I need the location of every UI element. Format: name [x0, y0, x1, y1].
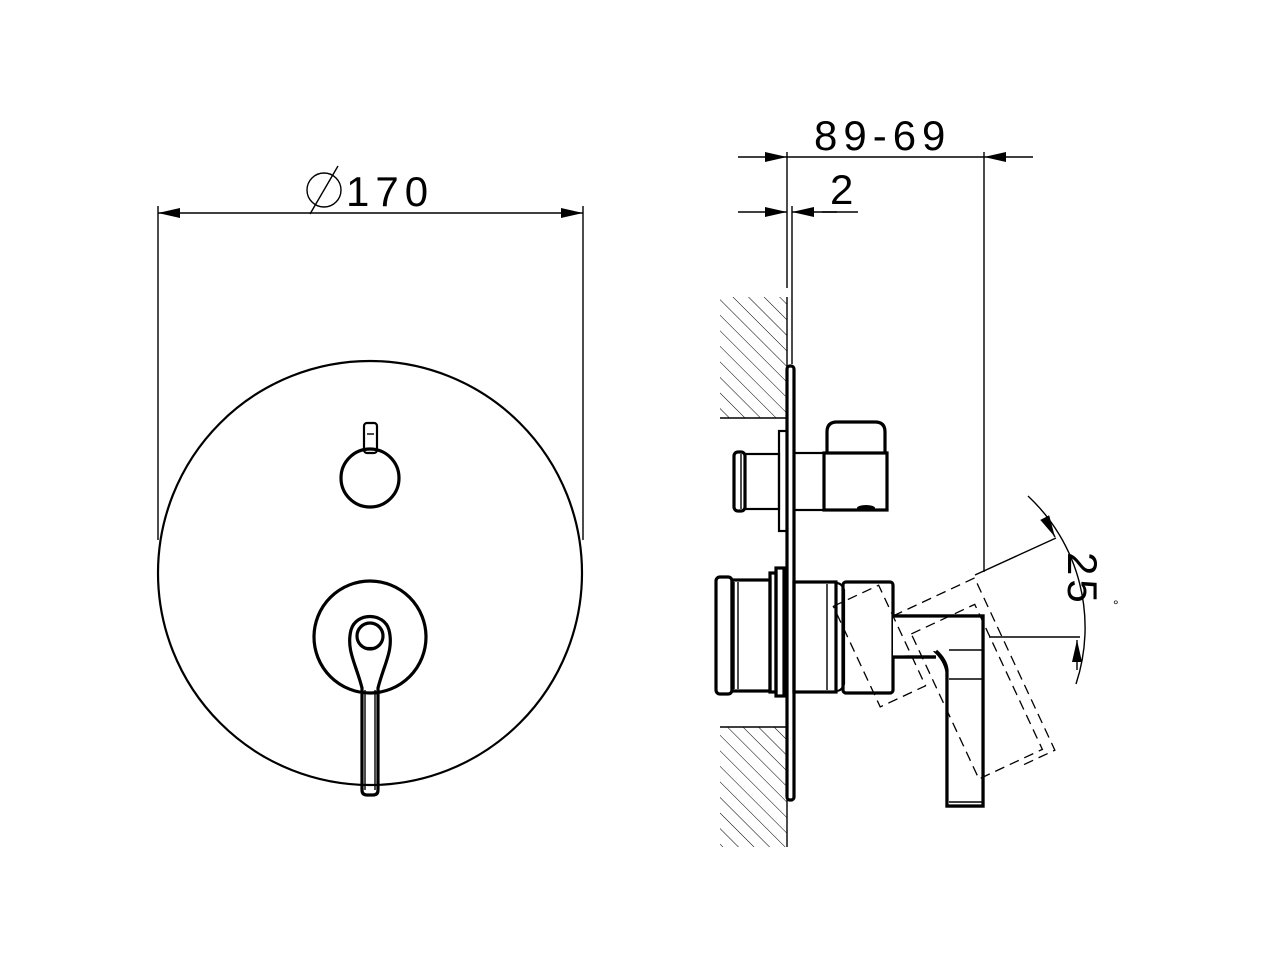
depth-label: 89-69 — [814, 112, 951, 159]
diverter-knob — [339, 421, 401, 509]
diameter-dimension: 170 — [157, 165, 584, 540]
front-view: 170 — [156, 165, 584, 797]
lever-rotated-ghost — [832, 577, 1056, 780]
diameter-value-label: 170 — [346, 168, 434, 215]
angle-leader-rotated — [974, 537, 1057, 576]
cover-plate-circle — [156, 359, 584, 787]
escutcheon-circle — [312, 579, 428, 695]
lever-handle — [348, 615, 392, 797]
angle-value-label: 25 — [1059, 552, 1106, 607]
angle-dimension: 25 ° — [974, 495, 1119, 685]
wall-hatch-lower — [720, 727, 787, 847]
diverter-side — [732, 420, 889, 533]
depth-dimension: 89-69 — [738, 112, 1033, 572]
wall-hatch-upper — [720, 297, 787, 418]
plate-thickness-label: 2 — [830, 166, 859, 213]
degree-symbol: ° — [1113, 597, 1119, 613]
plate-thickness-dimension: 2 — [738, 166, 859, 364]
lever-side — [893, 614, 985, 808]
side-view: 89-69 2 — [714, 112, 1119, 847]
diameter-symbol-icon — [306, 165, 342, 215]
